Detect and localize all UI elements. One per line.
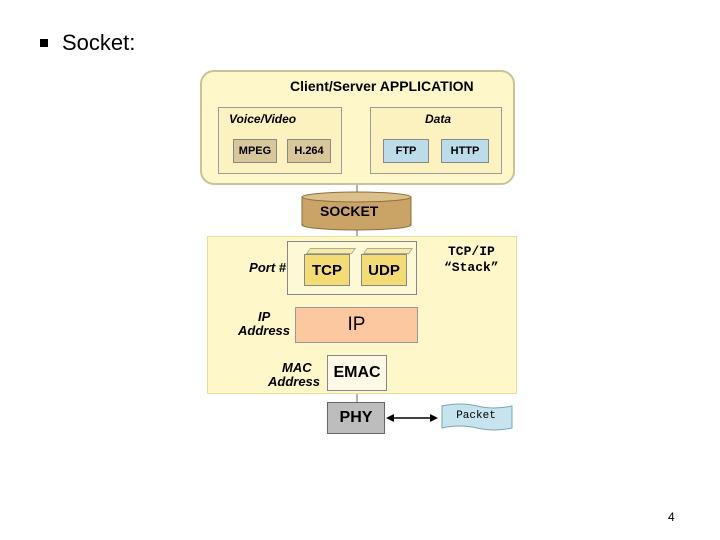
- http-chip: HTTP: [441, 139, 489, 163]
- packet-shape: [441, 403, 513, 431]
- phy-packet-arrow: [386, 414, 438, 422]
- stack-title: TCP/IP: [448, 244, 495, 259]
- page-number: 4: [668, 510, 675, 524]
- udp-cube-top: [362, 248, 414, 254]
- port-label: Port #: [249, 260, 286, 275]
- udp-cube: UDP: [361, 248, 414, 286]
- mpeg-chip: MPEG: [233, 139, 277, 163]
- tcp-label: TCP: [312, 261, 342, 279]
- app-title: Client/Server APPLICATION: [290, 78, 474, 94]
- ip-box: IP: [295, 307, 418, 343]
- transport-box: TCP UDP: [287, 241, 417, 295]
- mac-address-label: MAC Address: [262, 361, 322, 389]
- ip-address-label: IP Address: [228, 310, 290, 338]
- packet-label: Packet: [456, 410, 496, 422]
- tcp-cube: TCP: [304, 248, 357, 286]
- ftp-chip: FTP: [383, 139, 429, 163]
- mac-label-line1: MAC: [282, 360, 312, 375]
- mac-label-line2: Address: [268, 374, 321, 389]
- emac-box: EMAC: [327, 355, 387, 391]
- data-label: Data: [425, 112, 452, 126]
- voice-video-label: Voice/Video: [229, 112, 297, 126]
- bullet-line: Socket:: [40, 30, 135, 56]
- ip-label-line1: IP: [258, 309, 271, 324]
- phy-box: PHY: [327, 402, 385, 434]
- ip-label-line2: Address: [238, 323, 291, 338]
- socket-cylinder: [301, 191, 412, 231]
- socket-label: SOCKET: [320, 203, 379, 219]
- data-group: Data FTP HTTP: [370, 107, 502, 174]
- bullet-text: Socket:: [62, 30, 136, 55]
- h264-chip: H.264: [287, 139, 331, 163]
- udp-label: UDP: [368, 261, 400, 279]
- bullet-square-icon: [40, 39, 48, 47]
- tcp-cube-top: [305, 248, 357, 254]
- voice-video-group: Voice/Video MPEG H.264: [218, 107, 342, 174]
- application-box: Client/Server APPLICATION Voice/Video MP…: [200, 70, 515, 185]
- stack-subtitle: “Stack”: [444, 260, 499, 275]
